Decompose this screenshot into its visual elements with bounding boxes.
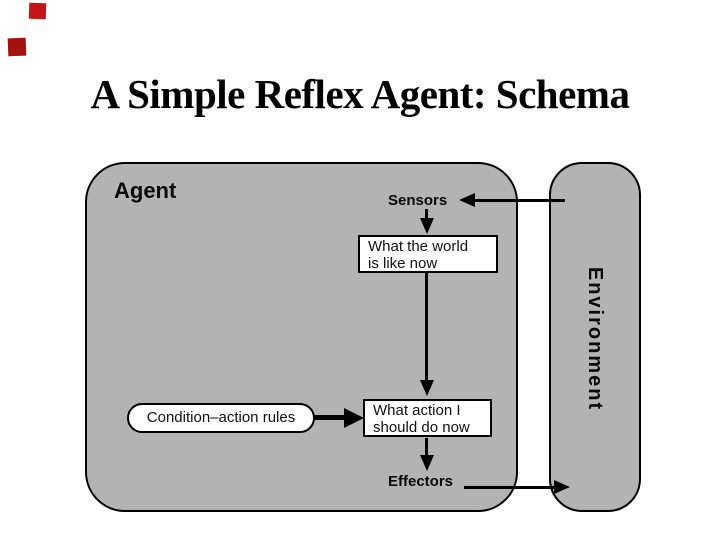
world-state-line2: is like now (368, 255, 438, 272)
arrowhead-down-icon (420, 218, 434, 234)
decoration-red-square-bottom (7, 37, 27, 57)
arrow-shaft (425, 438, 428, 456)
arrowhead-left-icon (459, 193, 475, 207)
arrow-shaft (314, 415, 346, 420)
environment-container: Environment (549, 162, 641, 512)
arrow-shaft (473, 199, 565, 202)
agent-container: Agent (85, 162, 518, 512)
arrow-shaft (425, 273, 428, 381)
condition-action-rules-node: Condition–action rules (127, 403, 315, 433)
action-choice-node: What action I should do now (363, 399, 492, 437)
agent-label: Agent (114, 178, 177, 203)
arrowhead-down-icon (420, 380, 434, 396)
decoration-red-square-top (28, 2, 47, 20)
arrowhead-right-icon (344, 408, 364, 428)
environment-label: Environment (584, 266, 606, 412)
arrow-shaft (425, 209, 428, 219)
arrowhead-right-icon (554, 480, 570, 494)
world-state-node: What the world is like now (358, 235, 498, 273)
arrowhead-down-icon (420, 455, 434, 471)
sensors-label: Sensors (388, 192, 448, 209)
arrow-shaft (464, 486, 556, 489)
page-title: A Simple Reflex Agent: Schema (90, 71, 630, 117)
world-state-line1: What the world (368, 238, 469, 255)
action-choice-line1: What action I (373, 402, 461, 419)
condition-action-rules-label: Condition–action rules (146, 409, 296, 426)
effectors-label: Effectors (388, 473, 454, 490)
action-choice-line2: should do now (373, 419, 470, 436)
